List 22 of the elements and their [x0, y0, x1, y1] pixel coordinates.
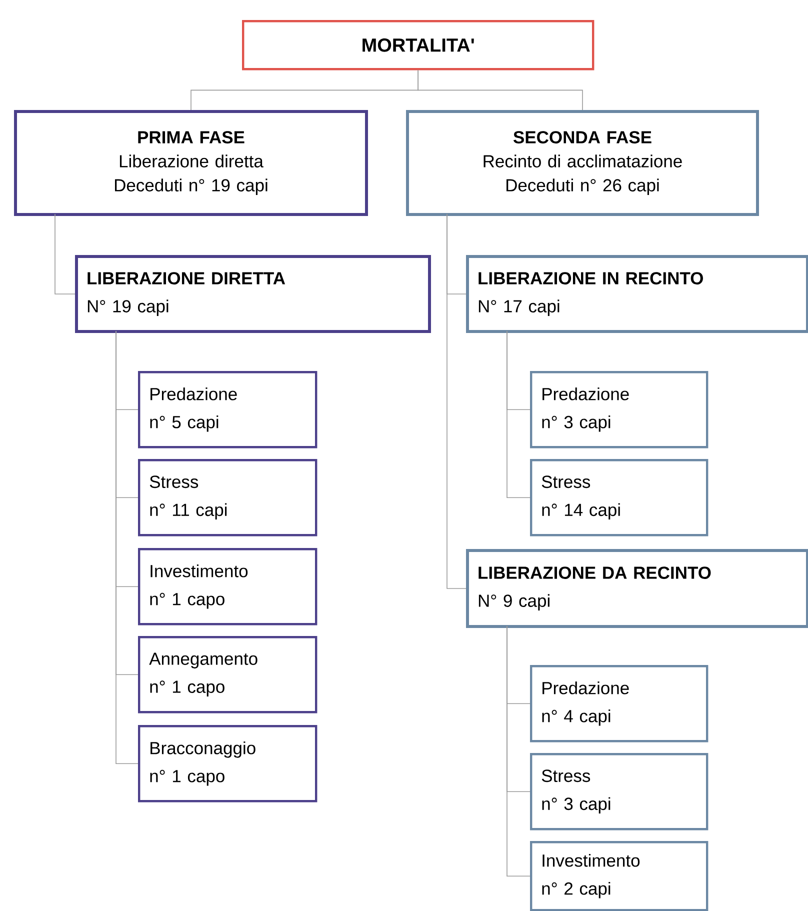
cause-box: Investimento n° 2 capi — [530, 841, 708, 911]
phase-box: PRIMA FASE Liberazione diretta Deceduti n° 19 capi — [14, 110, 368, 216]
group-box: LIBERAZIONE IN RECINTO N° 17 capi — [466, 255, 808, 333]
title-box: MORTALITA' — [242, 20, 594, 70]
cause-box: Stress n° 11 capi — [138, 459, 318, 536]
connector-line — [506, 330, 530, 498]
group-box: LIBERAZIONE DA RECINTO N° 9 capi — [466, 549, 808, 628]
cause-box: Annegamento n° 1 capo — [138, 636, 318, 714]
cause-box: Bracconaggio n° 1 capo — [138, 725, 318, 802]
connector-line — [418, 70, 583, 110]
cause-box: Investimento n° 1 capo — [138, 548, 318, 626]
connector-line — [506, 626, 530, 876]
phase-box: SECONDA FASE Recinto di acclimatazione Deceduti n° 26 capi — [406, 110, 759, 216]
group-box: LIBERAZIONE DIRETTA N° 19 capi — [75, 255, 431, 333]
cause-box: Predazione n° 3 capi — [530, 371, 708, 448]
cause-box: Stress n° 3 capi — [530, 753, 708, 830]
connector-line — [54, 214, 76, 294]
cause-box: Stress n° 14 capi — [530, 459, 708, 536]
connector-line — [116, 330, 138, 764]
cause-box: Predazione n° 4 capi — [530, 665, 708, 742]
connector-line — [446, 214, 466, 589]
cause-box: Predazione n° 5 capi — [138, 371, 318, 448]
